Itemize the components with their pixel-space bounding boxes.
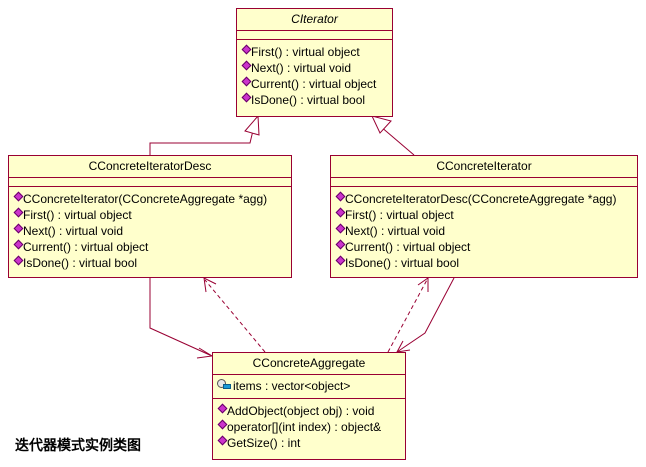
public-operation-icon bbox=[241, 44, 252, 55]
public-operation-icon bbox=[217, 403, 228, 414]
public-operation-icon bbox=[335, 191, 346, 202]
class-cconcreteiteratordesc: CConcreteIteratorDesc CConcreteIterator(… bbox=[8, 155, 292, 278]
public-operation-icon bbox=[335, 223, 346, 234]
dependency-arrowhead-left bbox=[203, 277, 217, 293]
operation: IsDone() : virtual bool bbox=[241, 92, 392, 108]
public-operation-icon bbox=[217, 419, 228, 430]
public-operation-icon bbox=[217, 435, 228, 446]
operation: First() : virtual object bbox=[13, 207, 291, 223]
operation: AddObject(object obj) : void bbox=[217, 403, 405, 419]
class-name-desc: CConcreteIteratorDesc bbox=[88, 159, 212, 173]
operations-compartment: CConcreteIteratorDesc(CConcreteAggregate… bbox=[331, 186, 637, 275]
class-name-citerator: CIterator bbox=[291, 12, 338, 26]
operation: IsDone() : virtual bool bbox=[13, 255, 291, 271]
private-attribute-icon bbox=[217, 379, 231, 389]
operation: Current() : virtual object bbox=[241, 76, 392, 92]
public-operation-icon bbox=[241, 76, 252, 87]
attributes-compartment: items : vector<object> bbox=[213, 374, 405, 398]
public-operation-icon bbox=[241, 60, 252, 71]
dependency-aggregate-to-desc bbox=[204, 279, 266, 353]
operation: First() : virtual object bbox=[241, 44, 392, 60]
class-cconcreteaggregate: CConcreteAggregate items : vector<object… bbox=[212, 352, 406, 460]
operation: Next() : virtual void bbox=[241, 60, 392, 76]
attribute: items : vector<object> bbox=[217, 378, 405, 394]
operations-compartment: AddObject(object obj) : void operator[](… bbox=[213, 398, 405, 455]
generalization-arrowhead-left bbox=[244, 114, 260, 136]
operation: CConcreteIterator(CConcreteAggregate *ag… bbox=[13, 191, 291, 207]
public-operation-icon bbox=[13, 223, 24, 234]
operation: operator[](int index) : object& bbox=[217, 419, 405, 435]
diagram-caption: 迭代器模式实例类图 bbox=[15, 438, 141, 454]
operation: Current() : virtual object bbox=[335, 239, 637, 255]
operation: First() : virtual object bbox=[335, 207, 637, 223]
generalization-concrete-to-citerator bbox=[379, 125, 415, 156]
public-operation-icon bbox=[13, 255, 24, 266]
dependency-arrowhead-right bbox=[417, 277, 429, 292]
operation: GetSize() : int bbox=[217, 435, 405, 451]
operation: CConcreteIteratorDesc(CConcreteAggregate… bbox=[335, 191, 637, 207]
public-operation-icon bbox=[335, 207, 346, 218]
operation: Next() : virtual void bbox=[335, 223, 637, 239]
attributes-compartment bbox=[237, 30, 392, 39]
operation: Next() : virtual void bbox=[13, 223, 291, 239]
public-operation-icon bbox=[335, 239, 346, 250]
operation: Current() : virtual object bbox=[13, 239, 291, 255]
public-operation-icon bbox=[241, 92, 252, 103]
public-operation-icon bbox=[13, 191, 24, 202]
public-operation-icon bbox=[13, 239, 24, 250]
attributes-compartment bbox=[9, 177, 291, 186]
association-desc-to-aggregate bbox=[149, 278, 213, 357]
attributes-compartment bbox=[331, 177, 637, 186]
public-operation-icon bbox=[335, 255, 346, 266]
association-concrete-to-aggregate bbox=[396, 277, 455, 353]
public-operation-icon bbox=[13, 207, 24, 218]
class-name-concrete: CConcreteIterator bbox=[436, 159, 532, 173]
class-name-aggregate: CConcreteAggregate bbox=[252, 356, 366, 370]
operations-compartment: CConcreteIterator(CConcreteAggregate *ag… bbox=[9, 186, 291, 275]
class-citerator: CIterator First() : virtual object Next(… bbox=[236, 8, 393, 117]
class-cconcreteiterator: CConcreteIterator CConcreteIteratorDesc(… bbox=[330, 155, 638, 278]
dependency-aggregate-to-concrete bbox=[387, 277, 429, 353]
operation: IsDone() : virtual bool bbox=[335, 255, 637, 271]
generalization-arrowhead-right bbox=[371, 115, 392, 134]
generalization-desc-to-citerator bbox=[149, 117, 257, 155]
operations-compartment: First() : virtual object Next() : virtua… bbox=[237, 39, 392, 112]
